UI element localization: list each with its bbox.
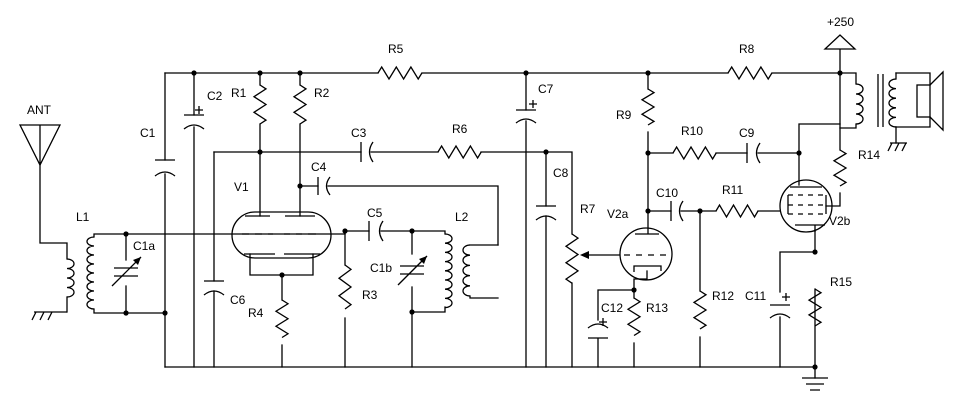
label-r3: R3 (362, 288, 378, 302)
inductor-l2 (444, 233, 499, 309)
output-transformer (855, 72, 897, 128)
label-c12: C12 (601, 301, 623, 315)
label-c7: C7 (538, 82, 554, 96)
label-r14: R14 (858, 148, 880, 162)
label-r6: R6 (452, 122, 468, 136)
resistor-r8 (727, 65, 773, 81)
resistor-r2 (292, 84, 308, 125)
component-labels: ANT L1 C1 C1a C2 R1 R2 R5 C7 R8 +250 C3 … (27, 15, 880, 320)
label-v2b: V2b (829, 214, 851, 228)
label-r15: R15 (830, 275, 852, 289)
potentiometer-r7 (564, 233, 620, 284)
resistor-r15 (807, 288, 823, 327)
tube-v2b (779, 179, 833, 233)
label-c10: C10 (656, 186, 678, 200)
speaker-ground-symbol (887, 142, 907, 152)
label-c1a: C1a (133, 239, 155, 253)
tube-v1 (231, 211, 332, 259)
label-r9: R9 (616, 108, 632, 122)
label-c11: C11 (745, 289, 766, 303)
label-ant: ANT (27, 103, 52, 117)
electrolytic-capacitor-c2 (183, 106, 205, 130)
label-r10: R10 (681, 124, 703, 138)
inductor-l1 (66, 236, 95, 310)
resistor-r12 (692, 290, 708, 330)
label-r12: R12 (712, 289, 734, 303)
label-c6: C6 (230, 293, 246, 307)
label-l2: L2 (455, 210, 469, 224)
label-v1: V1 (234, 180, 249, 194)
label-r8: R8 (739, 42, 755, 56)
resistor-r4 (274, 299, 290, 339)
resistor-r6 (437, 144, 482, 160)
capacitor-c6 (203, 280, 225, 296)
antenna-symbol (18, 124, 62, 167)
label-c1: C1 (140, 126, 156, 140)
capacitor-c4 (317, 176, 331, 196)
resistor-r14 (832, 149, 848, 187)
label-c8: C8 (553, 166, 569, 180)
variable-capacitor-c1b (397, 255, 428, 286)
label-r11: R11 (722, 183, 743, 197)
supply-250v-symbol (823, 34, 857, 73)
label-v2a: V2a (607, 207, 629, 221)
resistor-r11 (715, 203, 759, 219)
label-c1b: C1b (370, 261, 392, 275)
label-r2: R2 (314, 86, 330, 100)
junction-dots (123, 70, 843, 370)
electrolytic-capacitor-c11 (769, 293, 791, 319)
resistor-r3 (337, 264, 353, 310)
resistor-r10 (672, 145, 717, 161)
antenna-ground-symbol (31, 311, 67, 321)
speaker-symbol (916, 70, 944, 132)
capacitor-c5 (368, 220, 384, 242)
label-r13: R13 (646, 301, 668, 315)
resistor-r13 (626, 297, 642, 337)
capacitor-c3 (360, 141, 374, 163)
label-c4: C4 (311, 160, 327, 174)
resistor-r9 (640, 88, 656, 126)
electrolytic-capacitor-c12 (587, 318, 609, 339)
capacitor-c10 (670, 200, 684, 222)
label-r7: R7 (580, 202, 596, 216)
label-c2: C2 (207, 89, 223, 103)
capacitor-c9 (746, 142, 761, 164)
wiring (39, 72, 931, 379)
variable-capacitor-c1a (111, 256, 142, 287)
ground-symbol (802, 377, 828, 391)
label-l1: L1 (76, 210, 90, 224)
electrolytic-capacitor-c7 (515, 100, 537, 124)
label-c3: C3 (351, 126, 367, 140)
resistor-r5 (377, 65, 423, 81)
capacitor-c1 (154, 159, 176, 177)
label-r1: R1 (231, 86, 247, 100)
label-c5: C5 (367, 206, 383, 220)
resistor-r1 (252, 84, 268, 125)
capacitor-c8 (535, 205, 557, 221)
label-plus-250: +250 (827, 15, 854, 29)
label-c9: C9 (739, 126, 755, 140)
label-r4: R4 (248, 306, 264, 320)
tube-v2a (619, 211, 673, 281)
label-r5: R5 (388, 42, 404, 56)
